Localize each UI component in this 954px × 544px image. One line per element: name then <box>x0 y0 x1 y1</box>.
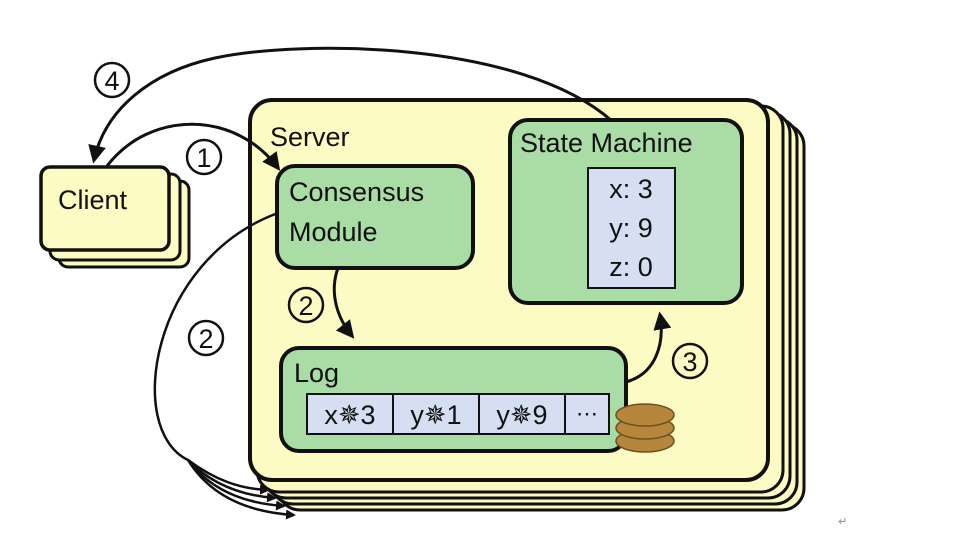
step-badge-3: 3 <box>671 342 709 380</box>
consensus-module-box <box>275 164 475 270</box>
step-badge-1: 1 <box>185 138 223 176</box>
step-badge-2-local: 2 <box>287 286 325 324</box>
state-table <box>587 167 676 289</box>
svg-text:1: 1 <box>196 143 211 173</box>
log-cell <box>392 393 480 435</box>
client-box <box>39 165 171 252</box>
log-cell <box>478 393 566 435</box>
log-cell <box>306 393 394 435</box>
disk-storage-icon <box>615 403 675 453</box>
svg-text:2: 2 <box>298 291 313 321</box>
log-cell <box>564 393 610 435</box>
arrow-step-3 <box>625 311 672 384</box>
state-entry-x: x: 3 <box>609 174 653 204</box>
log-entry-2: y✵1 <box>410 400 461 430</box>
step-badge-2-replicate: 2 <box>187 319 225 357</box>
arrow-step-4 <box>88 46 613 164</box>
state-machine-label: State Machine <box>520 128 693 158</box>
state-entry-y: y: 9 <box>609 213 653 243</box>
state-entry-z: z: 0 <box>609 252 653 282</box>
arrow-step-1 <box>105 122 281 171</box>
consensus-module-label-line1: Consensus <box>289 177 424 207</box>
arrow-step-2-local <box>332 267 355 339</box>
server-label: Server <box>270 122 350 152</box>
log-entry-3: y✵9 <box>496 400 547 430</box>
svg-text:4: 4 <box>104 66 119 96</box>
log-entry-ellipsis: ⋯ <box>576 401 598 426</box>
log-label: Log <box>294 358 339 388</box>
client-label: Client <box>58 185 128 215</box>
consensus-module-label-line2: Module <box>289 217 378 247</box>
log-entries: x✵3 y✵1 y✵9 ⋯ <box>306 393 610 435</box>
svg-text:2: 2 <box>198 324 213 354</box>
step-badge-4: 4 <box>93 61 131 99</box>
log-entry-1: x✵3 <box>324 400 375 430</box>
svg-text:3: 3 <box>682 347 697 377</box>
paragraph-mark-icon: ↵ <box>838 515 848 528</box>
arrows-step-2-replicate <box>153 211 296 520</box>
